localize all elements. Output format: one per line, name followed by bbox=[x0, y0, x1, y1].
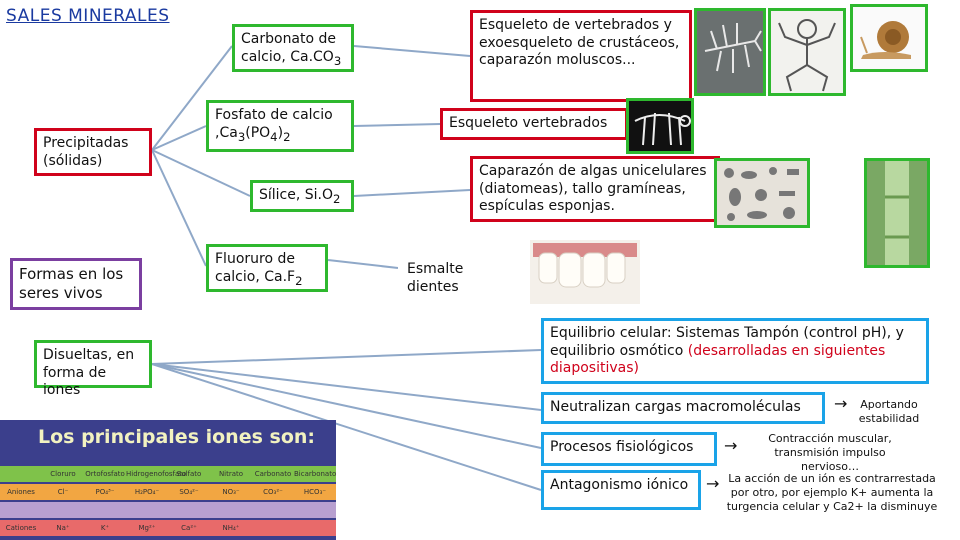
arrow-icon: → bbox=[706, 474, 720, 493]
subscript: 3 bbox=[333, 53, 342, 68]
cation-cell: Ca²⁺ bbox=[181, 524, 197, 532]
teeth-icon bbox=[533, 243, 637, 288]
equilibrio-note: (desarrolladas en siguientes diapositiva… bbox=[550, 342, 886, 377]
connector-line bbox=[353, 45, 471, 57]
grass-stem-icon bbox=[885, 161, 909, 265]
ion-table-anion-row: Aniones Cl⁻ PO₄³⁻ H₂PO₄⁻ SO₄²⁻ NO₃⁻ CO₃²⁻ HCO₃⁻ bbox=[0, 484, 336, 500]
connector-line bbox=[151, 363, 542, 491]
subscript: 2 bbox=[283, 129, 291, 144]
use-esmalte: Esmalte dientes bbox=[398, 254, 528, 295]
ion-header-cell: Hidrogenofosfato bbox=[126, 470, 187, 478]
ion-table: Los principales iones son: Cloruro Ortofo… bbox=[0, 420, 336, 540]
photo-grass-stem bbox=[864, 158, 930, 268]
skeleton-icon bbox=[634, 112, 691, 146]
arrow-icon: → bbox=[724, 436, 738, 455]
cation-cell: Mg²⁺ bbox=[138, 524, 156, 532]
use-vertebrados: Esqueleto vertebrados bbox=[440, 108, 628, 140]
anion-cell: SO₄²⁻ bbox=[179, 488, 199, 496]
anion-cell: H₂PO₄⁻ bbox=[134, 488, 160, 496]
ion-table-title: Los principales iones son: bbox=[38, 426, 316, 448]
arrow-icon: → bbox=[834, 394, 848, 413]
photo-vertebrate-skeleton bbox=[626, 98, 694, 154]
ion-header-cell bbox=[0, 466, 42, 482]
snail-icon bbox=[860, 21, 911, 59]
photo-snail bbox=[850, 4, 928, 72]
equilibrio-text: Equilibrio celular: Sistemas Tampón (con… bbox=[550, 325, 904, 359]
diatoms-icon bbox=[724, 167, 799, 221]
use-esqueleto: Esqueleto de vertebrados y exoesqueleto … bbox=[470, 10, 692, 102]
antagonismo-note: La acción de un ión es contrarrestada po… bbox=[726, 472, 938, 513]
ion-row-label: Aniones bbox=[7, 488, 35, 496]
photo-frog-skeleton bbox=[768, 8, 846, 96]
diagram-title: SALES MINERALES bbox=[6, 6, 170, 26]
ion-row-label: Cationes bbox=[5, 524, 37, 532]
ion-header-cell: Cloruro bbox=[50, 470, 76, 478]
ion-antagonismo: Antagonismo iónico bbox=[541, 470, 701, 510]
connector-line bbox=[151, 45, 233, 151]
salt-silice: Sílice, Si.O2 bbox=[250, 180, 354, 212]
frog-skeleton-icon bbox=[778, 19, 836, 92]
ion-header-cell: Sulfato bbox=[176, 470, 202, 478]
salt-fosfato: Fosfato de calcio ,Ca3(PO4)2 bbox=[206, 100, 354, 152]
procesos-note: Contracción muscular, transmisión impuls… bbox=[768, 432, 892, 473]
salt-label: Carbonato de calcio, Ca.CO bbox=[241, 31, 337, 65]
anion-cell: Cl⁻ bbox=[57, 488, 69, 496]
salt-fluoruro: Fluoruro de calcio, Ca.F2 bbox=[206, 244, 328, 292]
subscript: 2 bbox=[333, 191, 341, 206]
salt-label: Sílice, Si.O bbox=[259, 187, 334, 203]
connector-line bbox=[327, 259, 399, 269]
cation-cell: K⁺ bbox=[100, 524, 110, 532]
photo-lobster bbox=[694, 8, 766, 96]
subscript: 4 bbox=[270, 129, 278, 144]
cation-cell: NH₄⁺ bbox=[222, 524, 240, 532]
ion-header-cell: Ortofosfato bbox=[85, 470, 125, 478]
connector-line bbox=[151, 363, 542, 449]
salt-label: Fluoruro de calcio, Ca.F bbox=[215, 251, 296, 285]
category-disueltas: Disueltas, en forma de iones bbox=[34, 340, 152, 398]
lobster-icon bbox=[704, 23, 762, 73]
connector-line bbox=[151, 149, 207, 267]
anion-cell: NO₃⁻ bbox=[222, 488, 240, 496]
subscript: 3 bbox=[237, 129, 246, 144]
connector-line bbox=[353, 123, 441, 127]
salt-label: Fosfato de calcio ,Ca bbox=[215, 107, 333, 141]
ion-equilibrio: Equilibrio celular: Sistemas Tampón (con… bbox=[541, 318, 929, 384]
cation-cell: Na⁺ bbox=[56, 524, 70, 532]
ion-procesos: Procesos fisiológicos bbox=[541, 432, 717, 466]
category-precipitadas: Precipitadas (sólidas) bbox=[34, 128, 152, 176]
category-formas: Formas en los seres vivos bbox=[10, 258, 142, 310]
ion-header-cell: Carbonato bbox=[254, 470, 292, 478]
connector-line bbox=[151, 125, 207, 151]
ion-neutralizan: Neutralizan cargas macromoléculas bbox=[541, 392, 825, 424]
ion-header-cell: Bicarbonato bbox=[294, 470, 336, 478]
ion-table-cation-row: Cationes Na⁺ K⁺ Mg²⁺ Ca²⁺ NH₄⁺ bbox=[0, 520, 336, 536]
connector-line bbox=[151, 149, 251, 197]
subscript: 2 bbox=[295, 273, 303, 288]
salt-label: (PO bbox=[245, 124, 271, 141]
salt-label: ) bbox=[277, 124, 284, 141]
photo-diatoms bbox=[714, 158, 810, 228]
photo-teeth bbox=[530, 240, 640, 304]
salt-carbonato: Carbonato de calcio, Ca.CO3 bbox=[232, 24, 354, 72]
ion-header-cell: Nitrato bbox=[218, 470, 244, 478]
ion-table-spacer-row bbox=[0, 502, 336, 518]
use-caparazon: Caparazón de algas unicelulares (diatome… bbox=[470, 156, 720, 222]
connector-line bbox=[151, 349, 542, 365]
neutralizan-note: Aportando estabilidad bbox=[858, 398, 920, 425]
connector-line bbox=[353, 189, 471, 197]
anion-cell: HCO₃⁻ bbox=[303, 488, 327, 496]
anion-cell: PO₄³⁻ bbox=[95, 488, 115, 496]
anion-cell: CO₃²⁻ bbox=[263, 488, 283, 496]
connector-line bbox=[151, 363, 542, 411]
